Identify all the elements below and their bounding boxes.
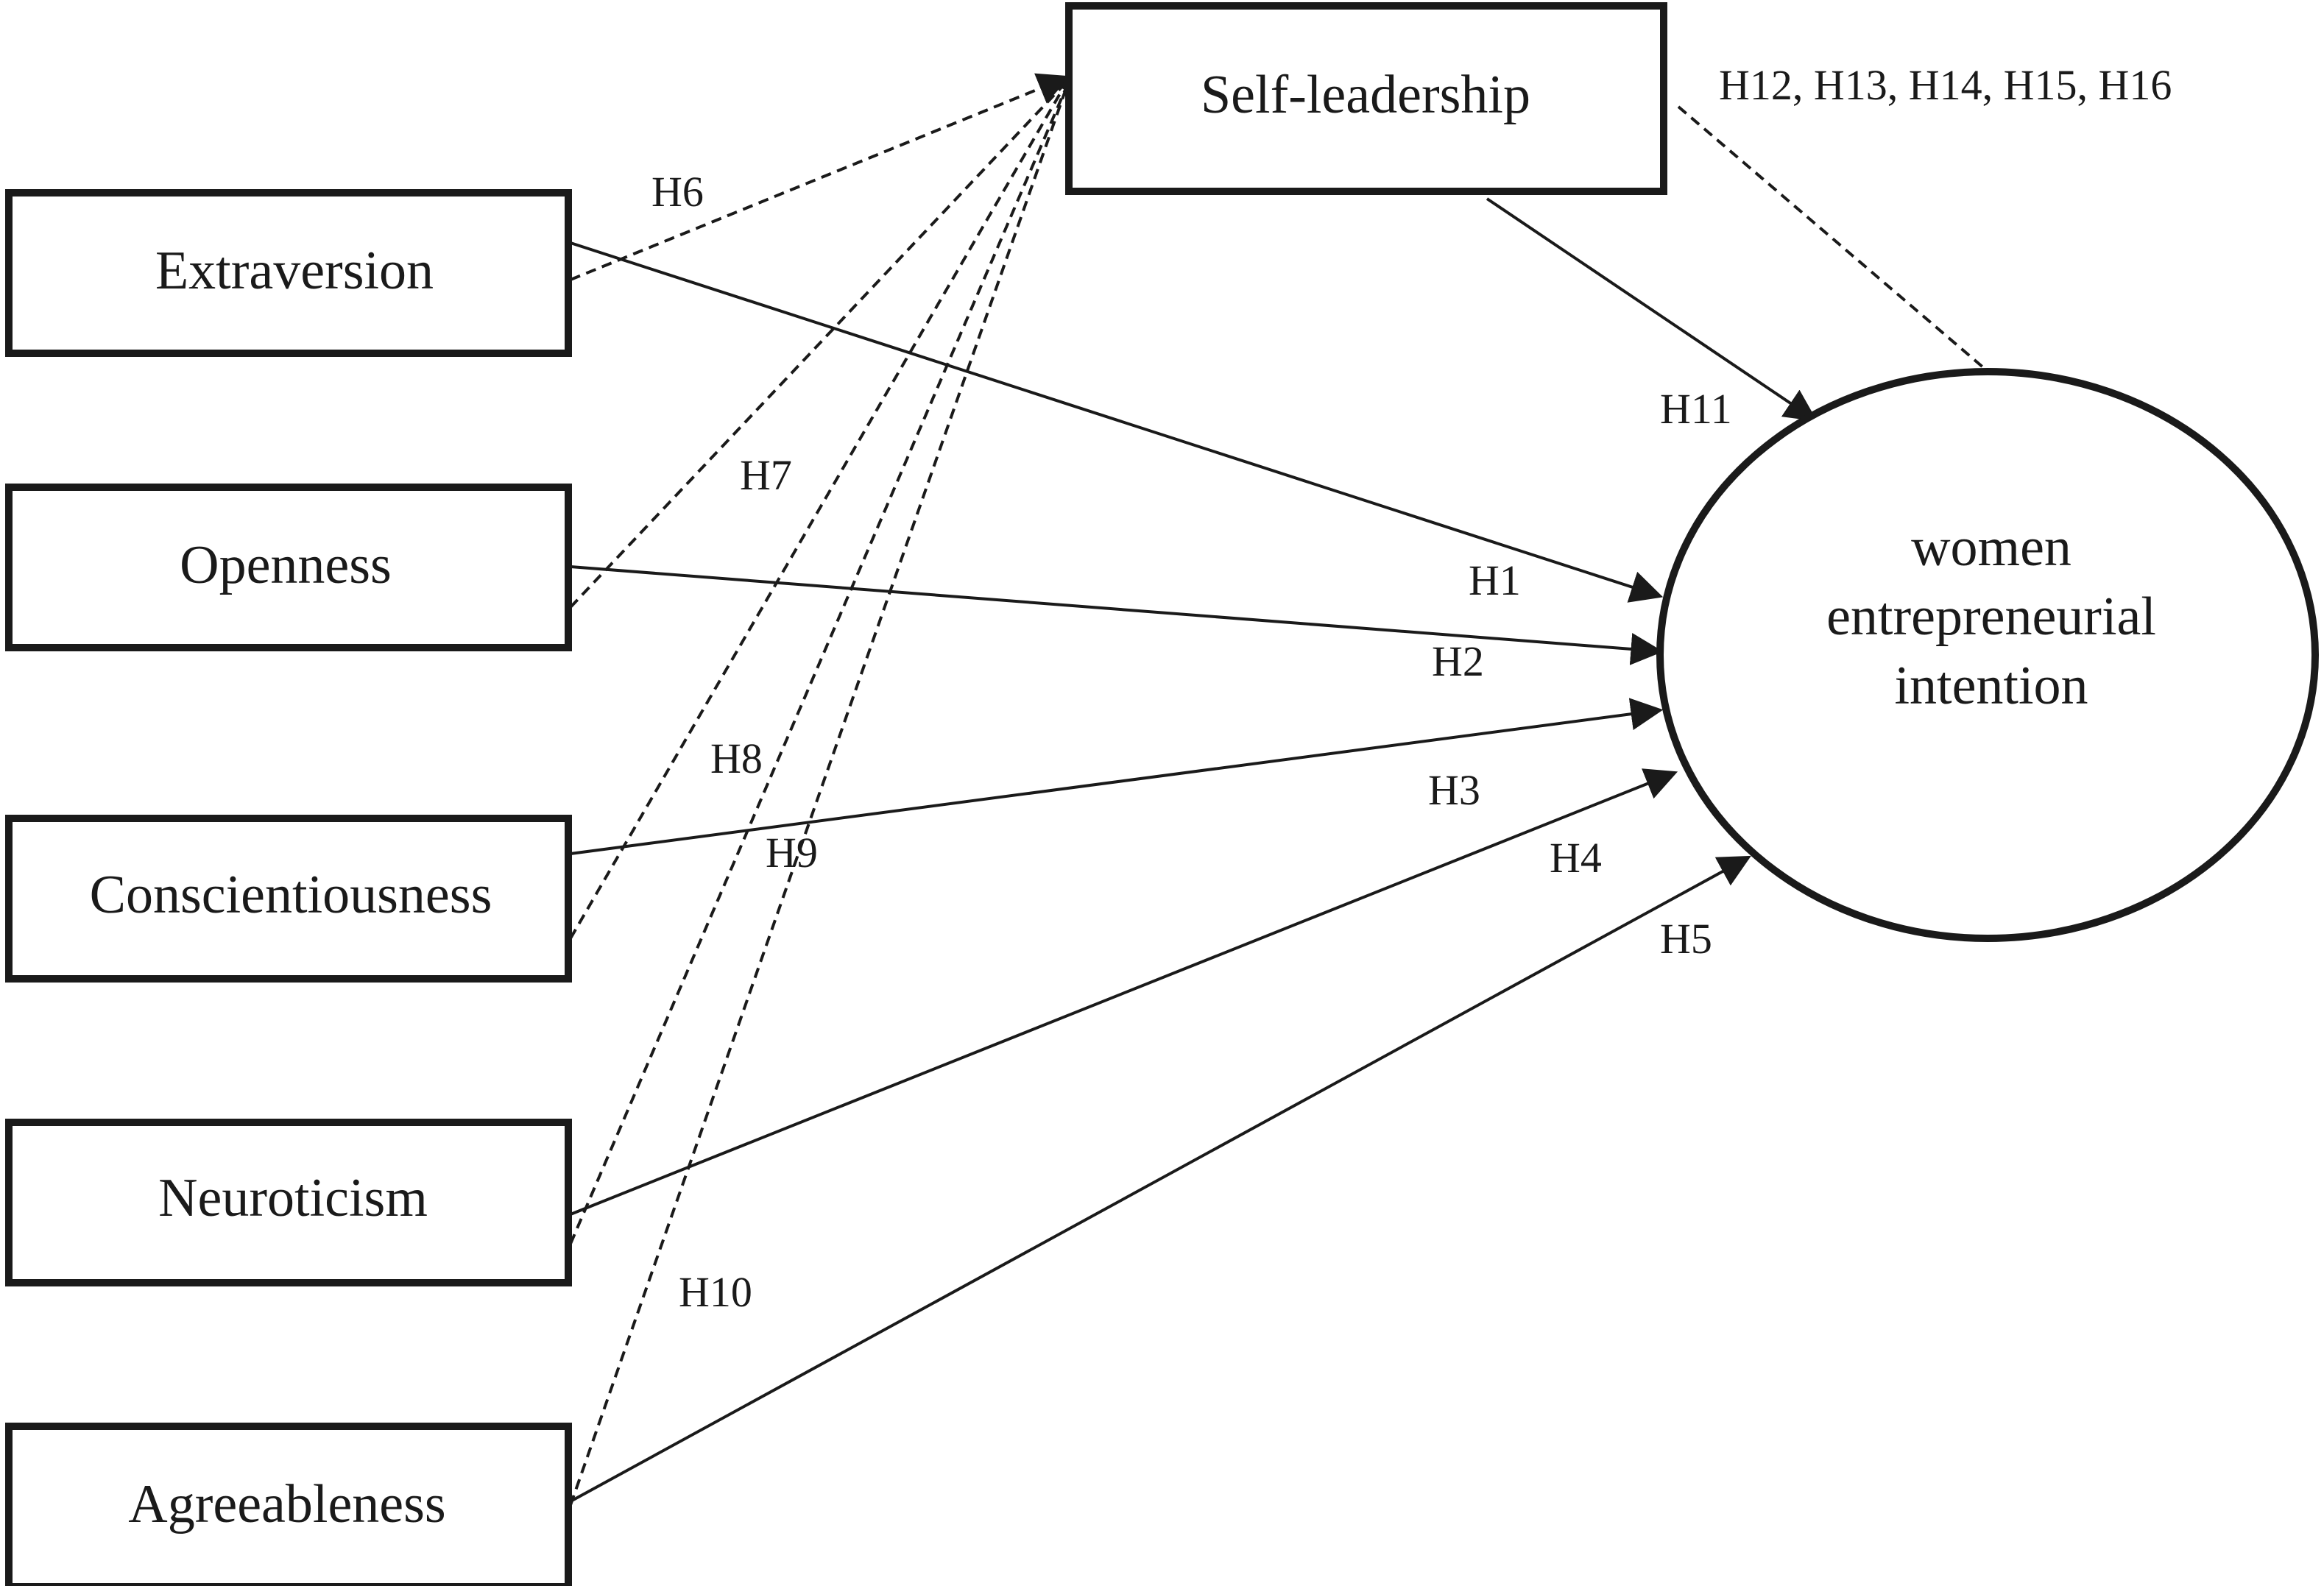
node-neuroticism-label: Neuroticism	[158, 1168, 428, 1228]
edge-self-leadership-to-intention	[1486, 197, 1818, 422]
hypothesis-label-h1: H1	[1469, 556, 1521, 604]
hypothesis-label-h2: H2	[1432, 637, 1484, 685]
hypothesis-label-h3: H3	[1428, 766, 1480, 814]
hypothesis-label-h6: H6	[651, 168, 704, 216]
edge-conscientiousness-to-self-leadership	[569, 79, 1069, 940]
edge-extraversion-to-self-leadership	[570, 73, 1071, 281]
node-openness-label: Openness	[180, 535, 392, 595]
edge-mediation	[1677, 105, 1985, 369]
edge-extraversion-to-intention	[570, 241, 1664, 603]
node-conscientiousness: Conscientiousness	[5, 815, 572, 983]
hypothesis-label-h11: H11	[1660, 385, 1732, 433]
node-openness: Openness	[5, 484, 572, 651]
node-intention-label-line3: intention	[1894, 656, 2088, 716]
hypothesis-label-h7: H7	[740, 451, 792, 499]
hypothesis-label-h4: H4	[1550, 834, 1602, 882]
edge-openness-to-self-leadership	[569, 79, 1069, 609]
node-intention-label-line1: women	[1911, 517, 2072, 578]
node-neuroticism: Neuroticism	[5, 1119, 572, 1286]
hypothesis-label-h9: H9	[766, 829, 818, 877]
hypothesis-label-h10: H10	[679, 1268, 752, 1316]
node-intention-label-line2: entrepreneurial	[1826, 587, 2156, 647]
edge-openness-to-intention	[570, 565, 1664, 665]
edge-agreeableness-to-intention	[570, 855, 1751, 1503]
edge-agreeableness-to-self-leadership	[569, 84, 1069, 1506]
hypothesis-label-h5: H5	[1660, 915, 1712, 963]
node-self-leadership-label: Self-leadership	[1201, 65, 1530, 125]
hypothesis-label-h8: H8	[710, 734, 763, 782]
node-conscientiousness-label: Conscientiousness	[90, 865, 492, 925]
node-agreeableness: Agreeableness	[5, 1423, 572, 1586]
edge-conscientiousness-to-intention	[570, 698, 1664, 855]
node-extraversion: Extraversion	[5, 189, 572, 357]
node-agreeableness-label: Agreeableness	[128, 1474, 445, 1534]
node-women-entrepreneurial-intention: women entrepreneurial intention	[1656, 368, 2319, 942]
edge-neuroticism-to-self-leadership	[569, 84, 1069, 1245]
node-extraversion-label: Extraversion	[155, 241, 434, 301]
hypothesis-label-h12-h16: H12, H13, H14, H15, H16	[1719, 61, 2172, 109]
edge-neuroticism-to-intention	[570, 768, 1678, 1216]
node-self-leadership: Self-leadership	[1065, 2, 1667, 195]
